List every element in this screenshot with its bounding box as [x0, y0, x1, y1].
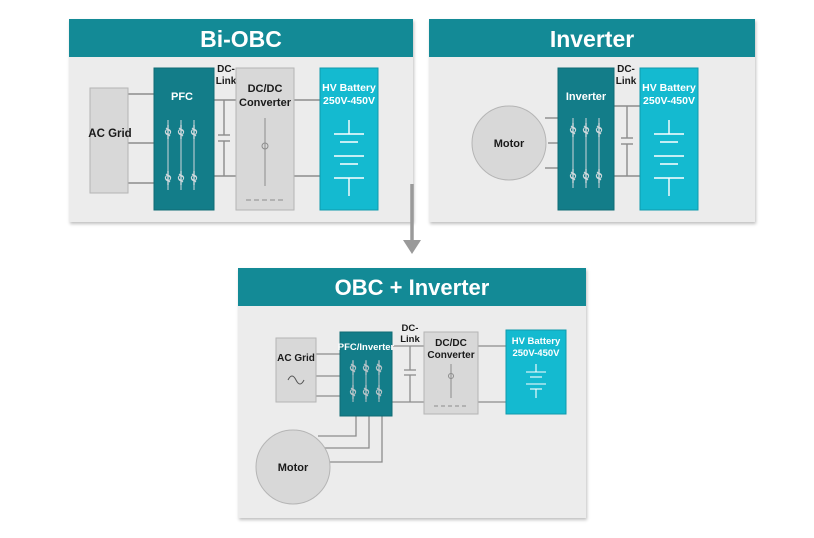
dc-link-label-1: DC-	[617, 64, 635, 75]
battery-label-1: HV Battery	[642, 82, 696, 94]
pfc-inverter-label: PFC/Inverter	[338, 342, 395, 353]
ac-grid-label: AC Grid	[277, 353, 315, 364]
pfc-label: PFC	[171, 91, 193, 103]
battery-icon	[526, 364, 546, 398]
motor-circle	[471, 105, 547, 181]
inverter-title: Inverter	[429, 19, 755, 57]
transformer-icon	[246, 118, 284, 201]
dc-link-label-1: DC-	[402, 323, 419, 334]
battery-icon	[334, 120, 364, 196]
ac-grid-label: AC Grid	[88, 128, 131, 140]
ac-grid-box	[89, 87, 129, 194]
inverter-diagram: Motor Inverter DC- Link HV Battery 250V-…	[471, 64, 699, 211]
dc-link-label-2: Link	[616, 76, 637, 87]
combined-title: OBC + Inverter	[238, 268, 586, 306]
switch-icon	[569, 118, 603, 188]
dc-link-label-1: DC-	[217, 64, 235, 75]
ac-source-icon	[287, 375, 305, 385]
battery-label-1: HV Battery	[512, 336, 561, 347]
dc-link-label-2: Link	[400, 334, 420, 345]
inverter-label: Inverter	[566, 91, 607, 103]
dc-link-label-2: Link	[216, 76, 237, 87]
switch-icon	[164, 120, 198, 190]
dcdc-label-1: DC/DC	[435, 338, 467, 349]
combined-diagram: AC Grid PFC/Inverter DC- Link DC/DC Conv…	[255, 323, 567, 505]
motor-label: Motor	[494, 138, 525, 150]
dcdc-label-2: Converter	[239, 97, 292, 109]
dcdc-label-1: DC/DC	[248, 83, 283, 95]
battery-label-2: 250V-450V	[512, 348, 560, 359]
ac-grid-box	[275, 337, 317, 403]
dcdc-label-2: Converter	[427, 350, 474, 361]
bi-obc-title: Bi-OBC	[69, 19, 413, 57]
motor-circle	[255, 429, 331, 505]
motor-label: Motor	[278, 462, 309, 474]
battery-label-2: 250V-450V	[643, 95, 695, 107]
down-arrow-icon	[403, 184, 421, 254]
battery-label-1: HV Battery	[322, 82, 376, 94]
battery-label-2: 250V-450V	[323, 95, 375, 107]
transformer-icon	[434, 364, 468, 407]
pfc-box	[153, 67, 215, 211]
switch-icon	[349, 360, 383, 402]
battery-icon	[654, 120, 684, 196]
bi-obc-diagram: AC Grid PFC DC- Link DC/DC Converter HV …	[88, 64, 379, 211]
